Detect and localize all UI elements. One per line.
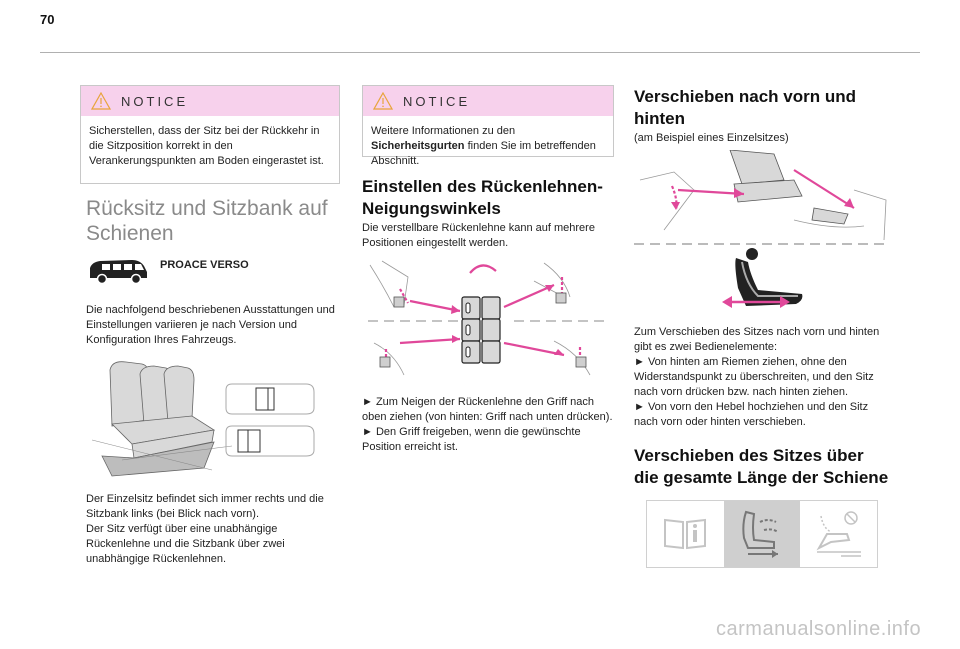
slide-subtitle: (am Beispiel eines Einzelsitzes) — [634, 132, 789, 144]
seat-slide-illustration — [634, 150, 890, 308]
seat-adjust-icon — [816, 511, 861, 557]
notice-text-prefix: Weitere Informationen zu den — [371, 125, 516, 137]
rear-seats-illustration — [92, 361, 315, 477]
warning-triangle-icon — [373, 92, 393, 110]
backrest-step-1: ► Zum Neigen der Rückenlehne den Griff n… — [362, 396, 613, 423]
backrest-step-2: ► Den Griff freigeben, wenn die gewünsch… — [362, 426, 581, 453]
notice-text: Sicherstellen, dass der Sitz bei der Rüc… — [89, 125, 324, 167]
slide-step-1: ► Von hinten am Riemen ziehen, ohne den … — [634, 356, 874, 398]
full-rail-heading-line1: Verschieben des Sitzes über — [634, 446, 864, 465]
section-title: Rücksitz und Sitzbank auf Schienen — [86, 196, 346, 246]
backrest-heading: Einstellen des Rückenlehnen- Neigungswin… — [362, 176, 622, 220]
model-label: PROACE VERSO — [160, 259, 249, 271]
section-title-line1: Rücksitz und Sitzbank auf — [86, 197, 328, 220]
seat-description: Der Einzelsitz befindet sich immer recht… — [86, 492, 338, 567]
seat-slide-icon — [742, 510, 779, 558]
backrest-steps: ► Zum Neigen der Rückenlehne den Griff n… — [362, 395, 614, 455]
seat-description-line1: Der Einzelsitz befindet sich immer recht… — [86, 493, 324, 520]
full-rail-heading: Verschieben des Sitzes über die gesamte … — [634, 445, 904, 489]
slide-intro: Zum Verschieben des Sitzes nach vorn und… — [634, 326, 880, 353]
notice-title: NOTICE — [403, 94, 471, 109]
backrest-heading-line1: Einstellen des Rückenlehnen- — [362, 177, 603, 196]
backrest-adjustment-illustration — [368, 260, 604, 376]
slide-heading-line1: Verschieben nach vorn und — [634, 87, 857, 106]
notice-text: Weitere Informationen zu den Sicherheits… — [363, 116, 613, 177]
slide-step-2: ► Von vorn den Hebel hochziehen und den … — [634, 401, 869, 428]
full-rail-heading-line2: die gesamte Länge der Schiene — [634, 468, 889, 487]
backrest-intro: Die verstellbare Rückenlehne kann auf me… — [362, 222, 595, 249]
backrest-heading-line2: Neigungswinkels — [362, 199, 501, 218]
reference-cell-seat-slide — [723, 501, 801, 567]
notice-title: NOTICE — [121, 94, 189, 109]
reference-cell-book — [647, 501, 724, 567]
notice-box-seatbelts: NOTICE Weitere Informationen zu den Sich… — [362, 85, 614, 167]
section-title-line2: Schienen — [86, 222, 174, 245]
notice-box-seat-anchoring: NOTICE Sicherstellen, dass der Sitz bei … — [80, 85, 340, 184]
top-divider — [40, 52, 920, 53]
intro-text: Die nachfolgend beschriebenen Ausstattun… — [86, 304, 335, 346]
warning-triangle-icon — [91, 92, 111, 110]
notice-header: NOTICE — [363, 86, 613, 116]
van-icon — [90, 260, 147, 285]
slide-instructions: Zum Verschieben des Sitzes nach vorn und… — [634, 325, 890, 430]
slide-heading: Verschieben nach vorn und hinten — [634, 86, 904, 130]
reference-icon-strip — [646, 500, 878, 568]
notice-text-bold: Sicherheitsgurten — [371, 140, 465, 152]
seat-description-line2: Der Sitz verfügt über eine unabhängige R… — [86, 523, 285, 565]
slide-heading-line2: hinten — [634, 109, 685, 128]
watermark: carmanualsonline.info — [716, 618, 922, 640]
page-number: 70 — [40, 12, 55, 27]
notice-text-suffix: finden Sie im betreffenden Abschnitt. — [371, 140, 596, 167]
reference-cell-seat-adjust — [800, 501, 877, 567]
book-info-icon — [664, 518, 707, 550]
notice-header: NOTICE — [81, 86, 339, 116]
